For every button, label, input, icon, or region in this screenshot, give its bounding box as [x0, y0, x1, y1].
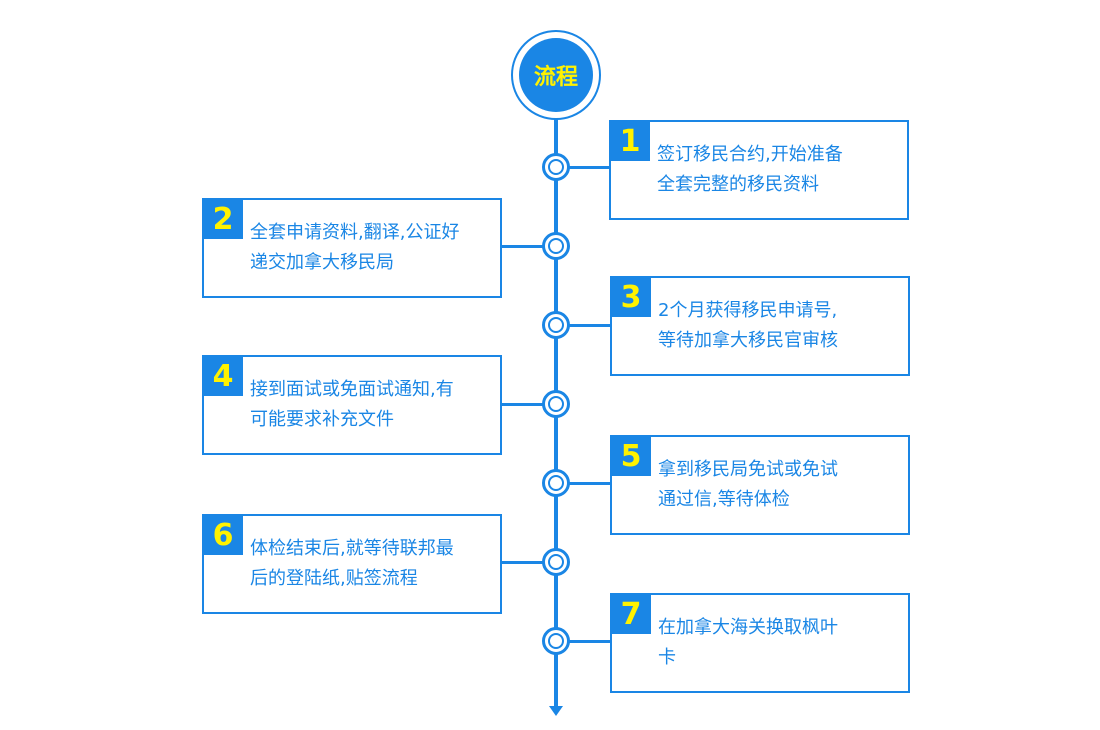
step-text-5: 拿到移民局免试或免试 通过信,等待体检 [658, 459, 838, 510]
timeline-node-1 [542, 153, 570, 181]
connector-5 [568, 482, 611, 485]
step-number-6: 6 [203, 515, 243, 555]
step-card-7: 7 在加拿大海关换取枫叶 卡 [610, 593, 910, 693]
step-card-4: 4 接到面试或免面试通知,有 可能要求补充文件 [202, 355, 502, 455]
timeline-node-3 [542, 311, 570, 339]
step-text-4: 接到面试或免面试通知,有 可能要求补充文件 [250, 379, 454, 430]
step-card-5: 5 拿到移民局免试或免试 通过信,等待体检 [610, 435, 910, 535]
connector-4 [500, 403, 544, 406]
step-number-7: 7 [611, 594, 651, 634]
timeline-node-2 [542, 232, 570, 260]
step-text-7: 在加拿大海关换取枫叶 卡 [658, 617, 838, 668]
timeline-node-7 [542, 627, 570, 655]
connector-7 [568, 640, 611, 643]
process-header-circle: 流程 [511, 30, 601, 120]
step-number-3: 3 [611, 277, 651, 317]
step-text-1: 签订移民合约,开始准备 全套完整的移民资料 [657, 144, 843, 195]
timeline-node-4 [542, 390, 570, 418]
step-text-3: 2个月获得移民申请号, 等待加拿大移民官审核 [658, 300, 838, 351]
step-number-4: 4 [203, 356, 243, 396]
step-number-1: 1 [610, 121, 650, 161]
connector-6 [500, 561, 544, 564]
step-card-6: 6 体检结束后,就等待联邦最 后的登陆纸,贴签流程 [202, 514, 502, 614]
timeline-arrow-icon [549, 706, 563, 716]
step-text-6: 体检结束后,就等待联邦最 后的登陆纸,贴签流程 [250, 538, 454, 589]
step-card-2: 2 全套申请资料,翻译,公证好 递交加拿大移民局 [202, 198, 502, 298]
timeline-node-6 [542, 548, 570, 576]
connector-2 [500, 245, 544, 248]
step-number-5: 5 [611, 436, 651, 476]
step-number-2: 2 [203, 199, 243, 239]
step-card-1: 1 签订移民合约,开始准备 全套完整的移民资料 [609, 120, 909, 220]
step-text-2: 全套申请资料,翻译,公证好 递交加拿大移民局 [250, 222, 460, 273]
connector-3 [568, 324, 611, 327]
timeline-node-5 [542, 469, 570, 497]
process-title: 流程 [519, 38, 593, 112]
connector-1 [568, 166, 611, 169]
step-card-3: 3 2个月获得移民申请号, 等待加拿大移民官审核 [610, 276, 910, 376]
